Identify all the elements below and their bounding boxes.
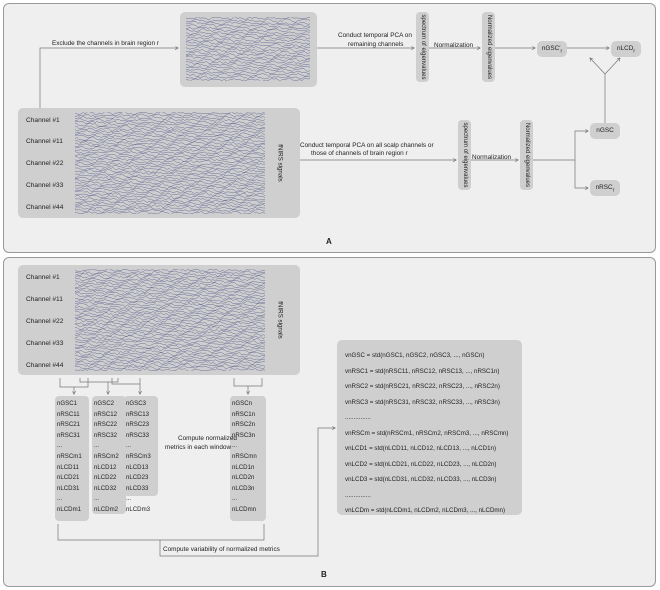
metric-label: nLCD13 [126,463,149,471]
pca-remaining-line1: Conduct temporal PCA on [338,32,412,39]
channel-label: Channel #22 [26,160,64,167]
compute-window-line1: Compute normalized [178,435,237,442]
normalized-eigs-pill-top: Normalized eigenvalues [482,12,495,82]
metric-label: nRSCm2 [94,452,119,460]
metric-label: nGSCn [232,400,252,407]
pca-all-line2: those of channels of brain region r [311,150,408,157]
metric-label: nRSC31 [57,431,81,439]
metric-label: nLCDm2 [94,505,119,513]
ngsc-r-prime-pill: nGSC′r [537,41,567,57]
panel-b-label: B [321,570,327,579]
pca-all-line1: Conduct temporal PCA on all scalp channe… [300,142,434,149]
variability-equation: vnRSC2 = std(nRSC21, nRSC22, nRSC23, ...… [345,383,500,390]
metric-label: nLCD11 [57,463,79,471]
channel-label: Channel #33 [26,340,64,347]
metric-label: nLCD32 [94,484,117,492]
window-metrics-1: nGSC1 nRSC11 nRSC21 nRSC31... nRSCm1 nLCD11 nL… [55,396,89,521]
variability-equation: vnRSCm = std(nRSCm1, nRSCm2, nRSCm3, ...… [345,429,509,437]
exclude-text: Exclude the channels in brain region r [52,40,159,47]
metric-label: nLCD23 [126,474,149,482]
metric-label: nLCDm3 [126,505,151,513]
metric-label: ... [232,442,238,450]
metric-label: nRSC22 [94,421,118,429]
metric-label: nRSC11 [57,410,80,418]
metric-label: ... [232,495,238,503]
metric-label: nRSC3n [232,431,256,439]
spectrum-pill-bottom: spectrum of eigenvalues [458,120,471,190]
variability-equation: vnLCD2 = std(nLCD21, nLCD22, nLCD23, ...… [345,460,497,468]
metric-label: nLCD33 [126,484,149,492]
fnirs-signal-traces-a [75,112,265,214]
normalized-eigs-pill-bottom: Normalized eigenvalues [520,120,533,190]
normalization-top: Normalization [434,42,474,49]
metric-label: nRSC1n [232,410,256,418]
ngsc-pill: nGSC [590,123,620,139]
metric-label: nGSC3 [126,400,146,407]
channel-label: Channel #11 [26,296,63,303]
metric-label: nLCDm1 [57,505,82,513]
fnirs-signal-traces-b [75,269,265,371]
metric-label: nRSC23 [126,421,150,429]
fnirs-box-a: Channel #1 Channel #11 Channel #22 Chann… [18,108,300,218]
metric-label: nRSC13 [126,410,150,418]
nrsc-r-pill: nRSCr [590,180,620,196]
variability-equation: vnRSC3 = std(nRSC31, nRSC32, nRSC33, ...… [345,398,500,406]
metric-label: nLCD1n [232,463,255,471]
metric-label: nLCD31 [57,484,80,492]
variability-equation: ............... [345,491,371,499]
channel-label: Channel #44 [26,362,64,369]
window-metrics-3: nGSC3 nRSC13 nRSC23 nRSC33... nRSCm3 nLCD13 nL… [124,396,158,513]
variability-box: vnGSC = std(nGSC1, nGSC2, nGSC3, ..., nG… [337,340,522,515]
remaining-channels-box [180,12,317,87]
channel-label: Channel #1 [26,117,60,124]
variability-equation: vnGSC = std(nGSC1, nGSC2, nGSC3, ..., nG… [345,352,485,359]
channel-label: Channel #33 [26,182,64,189]
metric-label: nLCDmn [232,505,257,513]
window-metrics-n: nGSCn nRSC1n nRSC2n nRSC3n... nRSCmn nLCD1n nL… [230,396,266,521]
metric-label: ... [126,495,132,503]
metric-label: nLCD12 [94,463,117,471]
normalization-bottom: Normalization [472,154,512,161]
metric-label: nLCD2n [232,474,255,482]
metric-label: nRSC21 [57,421,81,429]
channel-label: Channel #1 [26,274,60,281]
variability-equation: vnLCDm = std(nLCDm1, nLCDm2, nLCDm3, ...… [345,507,506,514]
metric-label: ... [126,442,132,450]
variability-equation: vnLCD1 = std(nLCD11, nLCD12, nLCD13, ...… [345,445,497,452]
metric-label: ... [57,495,63,503]
metric-label: ... [94,442,100,450]
metric-label: nLCD22 [94,474,117,482]
metric-label: nRSCm3 [126,452,151,460]
nlcd-r-pill: nLCDr [611,41,641,57]
compute-window-line2: metrics in each window [165,444,232,451]
metric-label: nRSC33 [126,431,150,439]
metric-label: ... [57,442,63,450]
channel-label: Channel #44 [26,204,64,211]
metric-label: ... [94,495,100,503]
metric-label: nLCD21 [57,474,80,482]
channel-label: Channel #22 [26,318,64,325]
metric-label: nRSC12 [94,410,118,418]
pca-remaining-line2: remaining channels [348,41,404,48]
remaining-signal-traces [186,17,311,81]
variability-equation: vnRSC1 = std(nRSC11, nRSC12, nRSC13, ...… [345,367,500,375]
metric-label: nRSCm1 [57,452,82,460]
channel-label: Channel #11 [26,138,63,145]
metric-label: nGSC1 [57,400,77,407]
metric-label: nRSC2n [232,421,256,429]
metric-label: nLCD3n [232,484,255,492]
window-metrics-2: nGSC2 nRSC12 nRSC22 nRSC32... nRSCm2 nLCD12 nL… [92,396,126,514]
panel-a-label: A [326,237,332,246]
compute-variability-text: Compute variability of normalized metric… [163,546,280,553]
metric-label: nRSC32 [94,431,118,439]
fnirs-box-b: Channel #1 Channel #11 Channel #22 Chann… [18,265,300,375]
variability-equation: ............... [345,414,371,421]
spectrum-pill-top: spectrum of eigenvalues [416,12,429,82]
metric-label: nGSC2 [94,400,114,407]
metric-label: nRSCmn [232,452,257,460]
variability-equation: vnLCD3 = std(nLCD31, nLCD32, nLCD33, ...… [345,476,497,483]
